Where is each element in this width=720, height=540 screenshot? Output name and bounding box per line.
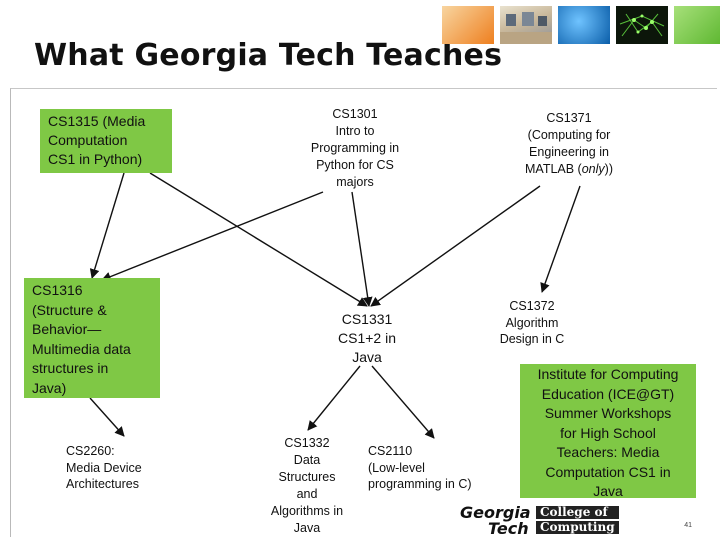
- course-cs1372-line-2: Algorithm: [505, 315, 559, 330]
- course-cs1316: CS1316 (Structure & Behavior— Multimedia…: [24, 278, 160, 398]
- course-cs1301-line-5: majors: [336, 175, 374, 189]
- course-cs1332-line-4: and: [296, 487, 318, 501]
- header-photo-1: [442, 6, 494, 44]
- arrow-1331-to-1332: [307, 365, 361, 431]
- course-cs1332-line-6: Java: [293, 521, 321, 535]
- arrow-1316-to-2260: [89, 397, 125, 437]
- course-cs2110: CS2110 (Low-level programming in C): [368, 443, 488, 493]
- arrow-1315-to-1331: [149, 172, 368, 307]
- course-cs1371-line-4-end: )): [604, 162, 613, 176]
- course-cs1301: CS1301 Intro to Programming in Python fo…: [296, 106, 414, 191]
- course-cs1332: CS1332 Data Structures and Algorithms in…: [262, 435, 352, 537]
- course-cs1316-line-1: CS1316: [32, 282, 83, 298]
- ice-line-5: Teachers: Media: [556, 444, 660, 460]
- ice-line-2: Education (ICE@GT): [541, 385, 675, 402]
- ice-line-6: Computation CS1 in: [545, 463, 671, 480]
- course-cs1316-line-2: (Structure &: [32, 301, 107, 318]
- ice-line-3: Summer Workshops: [544, 405, 672, 421]
- logo-computing: Computing: [536, 521, 619, 534]
- course-cs1371: CS1371 (Computing for Engineering in MAT…: [510, 110, 628, 178]
- arrow-1371-to-1372: [540, 185, 581, 293]
- course-cs2260-line-2: Media Device: [66, 460, 142, 475]
- course-cs1315-line-2: Computation: [48, 132, 128, 148]
- ice-line-1: Institute for Computing: [537, 366, 679, 382]
- course-cs2260-line-3: Architectures: [66, 477, 139, 491]
- course-cs1331-line-3: Java: [352, 349, 382, 365]
- course-cs1301-line-2: Intro to: [335, 124, 375, 138]
- course-cs1316-line-3: Behavior—: [32, 321, 102, 337]
- course-cs1371-line-4: MATLAB (only)): [510, 161, 628, 178]
- header-photo-4: [616, 6, 668, 44]
- ice-workshop-box: Institute for Computing Education (ICE@G…: [520, 364, 696, 499]
- course-cs1371-line-4-start: MATLAB (: [525, 162, 582, 176]
- logo-tech: Tech: [488, 519, 529, 538]
- course-cs1315: CS1315 (Media Computation CS1 in Python): [40, 109, 172, 173]
- course-cs1372-line-1: CS1372: [509, 299, 555, 313]
- course-cs1332-line-3: Structures: [278, 470, 336, 484]
- arrow-1371-to-1331: [370, 185, 541, 307]
- course-cs1316-line-4: Multimedia data: [32, 340, 131, 357]
- course-cs1371-line-2: (Computing for: [527, 128, 611, 142]
- arrow-1301-to-1331: [351, 191, 373, 307]
- course-cs1316-line-6: Java): [32, 379, 67, 396]
- slide-title: What Georgia Tech Teaches: [34, 38, 503, 73]
- course-cs1316-line-5: structures in: [32, 360, 109, 376]
- course-cs2110-line-3: programming in C): [368, 477, 472, 491]
- course-cs2260-line-1: CS2260:: [66, 444, 115, 458]
- logo-college: College of: [536, 506, 619, 519]
- course-cs1372: CS1372 Algorithm Design in C: [486, 298, 578, 348]
- course-cs2110-line-1: CS2110: [368, 444, 413, 458]
- course-cs2260: CS2260: Media Device Architectures: [66, 443, 166, 493]
- arrow-1331-to-2110: [371, 365, 435, 439]
- arrow-1315-to-1316: [89, 172, 125, 279]
- course-cs1371-line-3: Engineering in: [529, 145, 609, 159]
- course-cs1332-line-2: Data: [293, 453, 321, 467]
- course-cs2110-line-2: (Low-level: [368, 460, 425, 475]
- course-cs1372-line-3: Design in C: [499, 332, 565, 346]
- college-of-computing-logo: College of Computing: [536, 506, 619, 534]
- course-cs1301-line-1: CS1301: [332, 107, 378, 121]
- ice-line-7: Java: [593, 483, 623, 499]
- ice-line-4: for High School: [560, 424, 656, 441]
- header-photo-5: [674, 6, 720, 44]
- course-cs1371-line-1: CS1371: [546, 111, 592, 125]
- arrow-1301-to-1316: [101, 191, 324, 282]
- course-cs1331-line-2: CS1+2 in: [338, 330, 396, 346]
- header-photo-3: [558, 6, 610, 44]
- course-cs1332-line-1: CS1332: [284, 436, 330, 450]
- course-cs1315-line-3: CS1 in Python): [48, 151, 143, 167]
- course-cs1331-line-1: CS1331: [341, 311, 393, 327]
- georgia-tech-logo: Georgia Tech: [460, 503, 531, 538]
- course-cs1301-line-3: Programming in: [310, 141, 400, 155]
- course-cs1332-line-5: Algorithms in: [270, 504, 344, 518]
- page-number: 41: [684, 522, 692, 529]
- course-cs1331: CS1331 CS1+2 in Java: [322, 310, 412, 367]
- course-cs1371-emphasis: only: [581, 162, 605, 176]
- header-photo-2: [500, 6, 552, 44]
- content-frame: [10, 88, 717, 537]
- logo-georgia: Georgia: [460, 503, 531, 522]
- course-cs1315-line-1: CS1315 (Media: [48, 113, 146, 129]
- course-cs1301-line-4: Python for CS: [316, 158, 394, 172]
